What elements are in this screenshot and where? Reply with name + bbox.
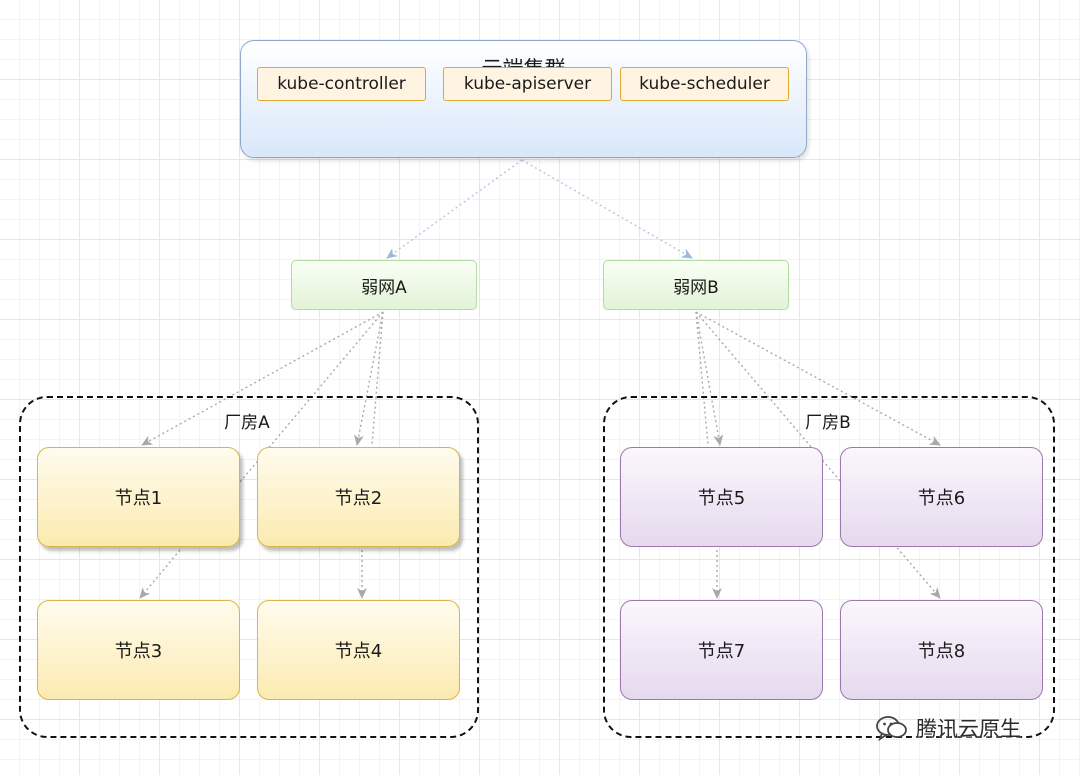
edge-cloud-to-net-a (386, 159, 523, 259)
factory-b-label: 厂房B (805, 413, 851, 433)
factory-a (19, 396, 479, 738)
watermark: 腾讯云原生 (876, 708, 1021, 748)
factory-b (603, 396, 1055, 738)
component-kube-controller: kube-controller (257, 67, 426, 101)
node-4: 节点4 (257, 600, 460, 700)
factory-a-label: 厂房A (224, 413, 270, 433)
node-6: 节点6 (840, 447, 1043, 547)
node-2: 节点2 (257, 447, 460, 547)
node-5: 节点5 (620, 447, 823, 547)
node-8: 节点8 (840, 600, 1043, 700)
node-7: 节点7 (620, 600, 823, 700)
component-kube-apiserver: kube-apiserver (443, 67, 612, 101)
watermark-text: 腾讯云原生 (916, 717, 1021, 741)
node-3: 节点3 (37, 600, 240, 700)
node-1: 节点1 (37, 447, 240, 547)
component-kube-scheduler: kube-scheduler (620, 67, 789, 101)
weak-network-a: 弱网A (291, 260, 477, 310)
wechat-icon (876, 716, 907, 741)
weak-network-b: 弱网B (603, 260, 789, 310)
edge-cloud-to-net-b (521, 159, 693, 259)
